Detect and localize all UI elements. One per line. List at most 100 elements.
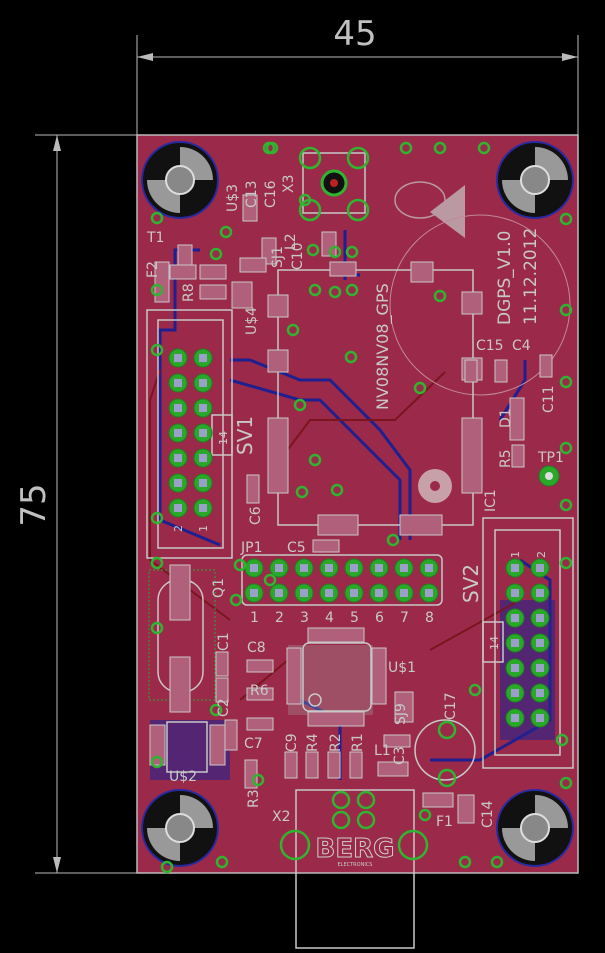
via <box>251 773 265 787</box>
smd-component <box>284 751 298 779</box>
label-c13: C13 <box>244 180 260 208</box>
pin-hole <box>199 454 207 462</box>
pin-hole <box>511 689 519 697</box>
label-c17: C17 <box>443 692 459 720</box>
pin-hole <box>199 354 207 362</box>
smd-component <box>224 719 238 751</box>
smd-component <box>349 751 363 779</box>
pin-hole <box>250 564 258 572</box>
via <box>490 855 504 869</box>
smd-component <box>312 539 340 553</box>
via <box>150 283 164 297</box>
smd-component <box>215 677 229 703</box>
via <box>328 285 342 299</box>
via <box>160 860 174 874</box>
label-x3: X3 <box>281 175 297 194</box>
label-c2: C2 <box>216 698 232 717</box>
jp1-pin-number: 2 <box>275 610 284 626</box>
via <box>345 245 359 259</box>
header-sv1[interactable] <box>146 309 233 559</box>
smd-component <box>246 474 260 504</box>
smd-component <box>329 261 357 277</box>
via <box>308 453 322 467</box>
label-c5: C5 <box>287 540 306 556</box>
label-r5: R5 <box>498 449 514 468</box>
pin-hole <box>536 664 544 672</box>
pin-hole <box>350 564 358 572</box>
via <box>330 483 344 497</box>
pin-hole <box>536 564 544 572</box>
pin-hole <box>511 639 519 647</box>
dimension-width: 45 <box>136 14 579 135</box>
label-sv2: SV2 <box>459 564 483 603</box>
via <box>477 141 491 155</box>
via <box>150 511 164 525</box>
mounting-hole-top-right <box>496 141 574 219</box>
smd-component <box>242 194 258 222</box>
pin-hole <box>275 589 283 597</box>
via <box>262 141 276 155</box>
via <box>298 193 312 207</box>
label-c9: C9 <box>284 733 300 752</box>
via <box>458 855 472 869</box>
pin-hole <box>536 639 544 647</box>
smd-component <box>199 264 227 280</box>
label-sv1-pin2: 2 <box>172 525 185 532</box>
via <box>219 225 233 239</box>
via <box>559 212 573 226</box>
label-r3: R3 <box>246 789 262 808</box>
pin-hole <box>250 589 258 597</box>
jp1-pin-number: 6 <box>375 610 384 626</box>
label-c8: C8 <box>247 640 266 656</box>
smd-component <box>377 761 409 777</box>
smd-component <box>154 261 170 303</box>
mounting-hole-bottom-left <box>141 789 219 867</box>
via <box>344 350 358 364</box>
via <box>559 498 573 512</box>
smd-component <box>305 751 319 779</box>
pin-hole <box>199 479 207 487</box>
via <box>559 776 573 790</box>
pin-hole <box>275 564 283 572</box>
pin-hole <box>300 589 308 597</box>
label-sj9: SJ9 <box>393 703 409 725</box>
usb-connector-x2[interactable] <box>279 789 429 949</box>
via <box>399 141 413 155</box>
header-jp1[interactable] <box>241 554 443 606</box>
label-ic1: IC1 <box>483 489 499 512</box>
jp1-pin-number: 8 <box>425 610 434 626</box>
pin-hole <box>511 614 519 622</box>
via <box>209 703 223 717</box>
label-c16: C16 <box>263 180 279 208</box>
pin-hole <box>350 589 358 597</box>
berg-logo-sub: ELECTRONICS <box>338 862 373 868</box>
jp1-pin-number: 5 <box>350 610 359 626</box>
label-u2: U$2 <box>169 769 197 785</box>
header-sv2[interactable] <box>482 517 574 769</box>
board-date: 11.12.2012 <box>521 228 541 325</box>
smd-component <box>321 231 337 257</box>
label-r4: R4 <box>305 733 321 752</box>
label-c7: C7 <box>244 736 263 752</box>
crystal-q1 <box>148 564 216 713</box>
smd-component <box>231 281 253 309</box>
label-u3: U$3 <box>225 184 241 212</box>
mounting-hole-bottom-right <box>496 789 574 867</box>
jp1-pin-number: 4 <box>325 610 334 626</box>
via <box>286 323 300 337</box>
via <box>229 593 243 607</box>
via <box>233 558 247 572</box>
via <box>345 283 359 297</box>
via <box>215 855 229 869</box>
smd-component <box>509 397 525 441</box>
via <box>295 485 309 499</box>
label-sv2-pin2: 2 <box>535 551 548 558</box>
via <box>433 289 447 303</box>
berg-logo: BERG <box>316 834 395 864</box>
pin-hole <box>300 564 308 572</box>
pin-hole <box>511 589 519 597</box>
label-l2: L2 <box>283 233 299 250</box>
via <box>150 211 164 225</box>
smd-component <box>246 717 274 731</box>
